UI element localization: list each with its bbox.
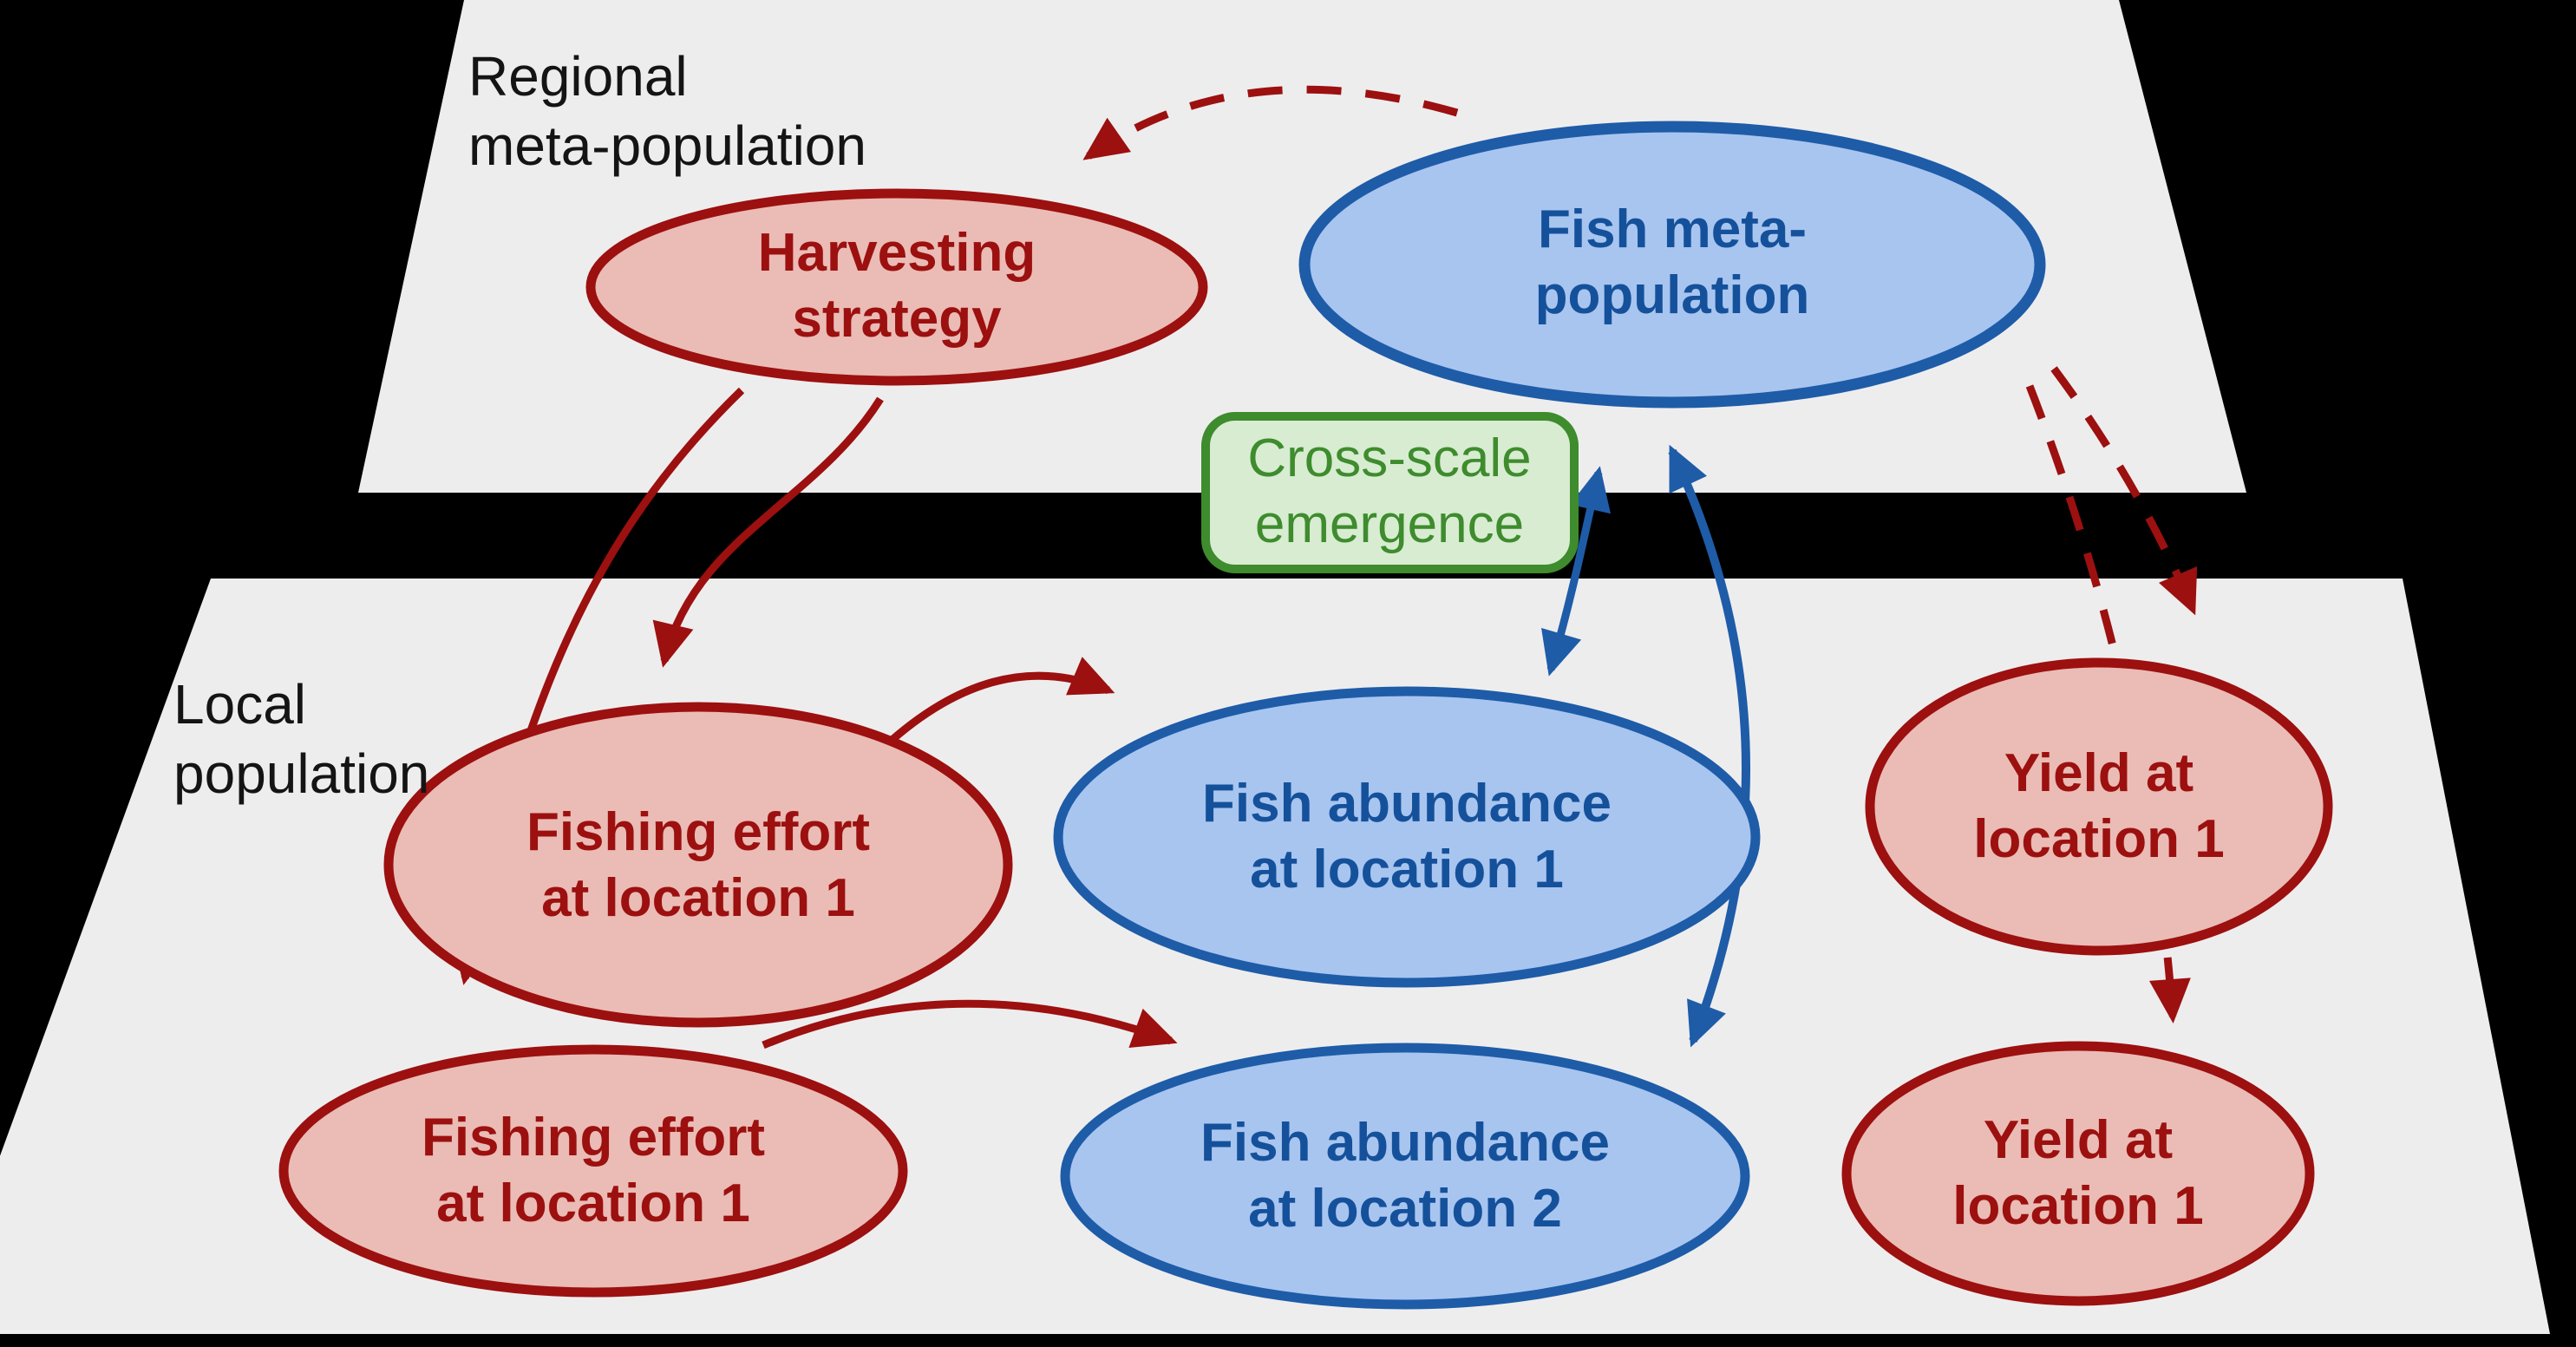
fishing-effort-lower-label: Fishing effort at location 1: [421, 1108, 766, 1233]
fish-meta-population-label: Fish meta- population: [1534, 199, 1810, 325]
arrow-effort-upper-to-abundance-1: [873, 657, 1115, 758]
cross-scale-emergence-label: Cross-scale emergence: [1247, 428, 1532, 554]
local-plane-label-line2: population: [173, 742, 430, 805]
yield-lower-ellipse: [1841, 1041, 2315, 1306]
cross-scale-emergence-box: [1201, 412, 1579, 573]
local-plane-label-line1: Local: [173, 673, 306, 736]
yield-upper-label: Yield at location 1: [1973, 743, 2225, 869]
arrow-metapop-abundance2-bidirectional: [1668, 444, 1750, 1048]
arrow-metapop-to-yield-upper-dashed: [2050, 366, 2198, 616]
fishing-effort-upper-label: Fishing effort at location 1: [526, 802, 871, 928]
arrow-metapop-abundance1-bidirectional: [1541, 466, 1611, 677]
harvesting-strategy-ellipse: [585, 188, 1208, 386]
local-plane-label: Local population: [173, 670, 429, 808]
arrow-effort-lower-to-abundance-2: [762, 999, 1178, 1049]
harvesting-strategy-label: Harvesting strategy: [757, 223, 1036, 349]
regional-plane-label: Regional meta-population: [468, 42, 866, 180]
arrow-harvesting-to-effort-upper: [652, 396, 884, 668]
arrow-metapop-to-harvesting-dashed: [1082, 85, 1459, 160]
fish-abundance-1-ellipse: [1053, 686, 1761, 988]
fish-abundance-2-ellipse: [1060, 1043, 1750, 1310]
fish-abundance-2-label: Fish abundance at location 2: [1200, 1113, 1610, 1239]
fishing-effort-lower-ellipse: [278, 1044, 908, 1298]
yield-lower-label: Yield at location 1: [1952, 1110, 2204, 1236]
regional-plane-label-line1: Regional: [468, 45, 688, 108]
yield-upper-ellipse: [1865, 657, 2333, 956]
fishing-effort-upper-ellipse: [383, 702, 1013, 1028]
fish-meta-population-ellipse: [1298, 121, 2046, 409]
regional-plane-label-line2: meta-population: [468, 114, 866, 177]
fish-abundance-1-label: Fish abundance at location 1: [1202, 774, 1612, 899]
